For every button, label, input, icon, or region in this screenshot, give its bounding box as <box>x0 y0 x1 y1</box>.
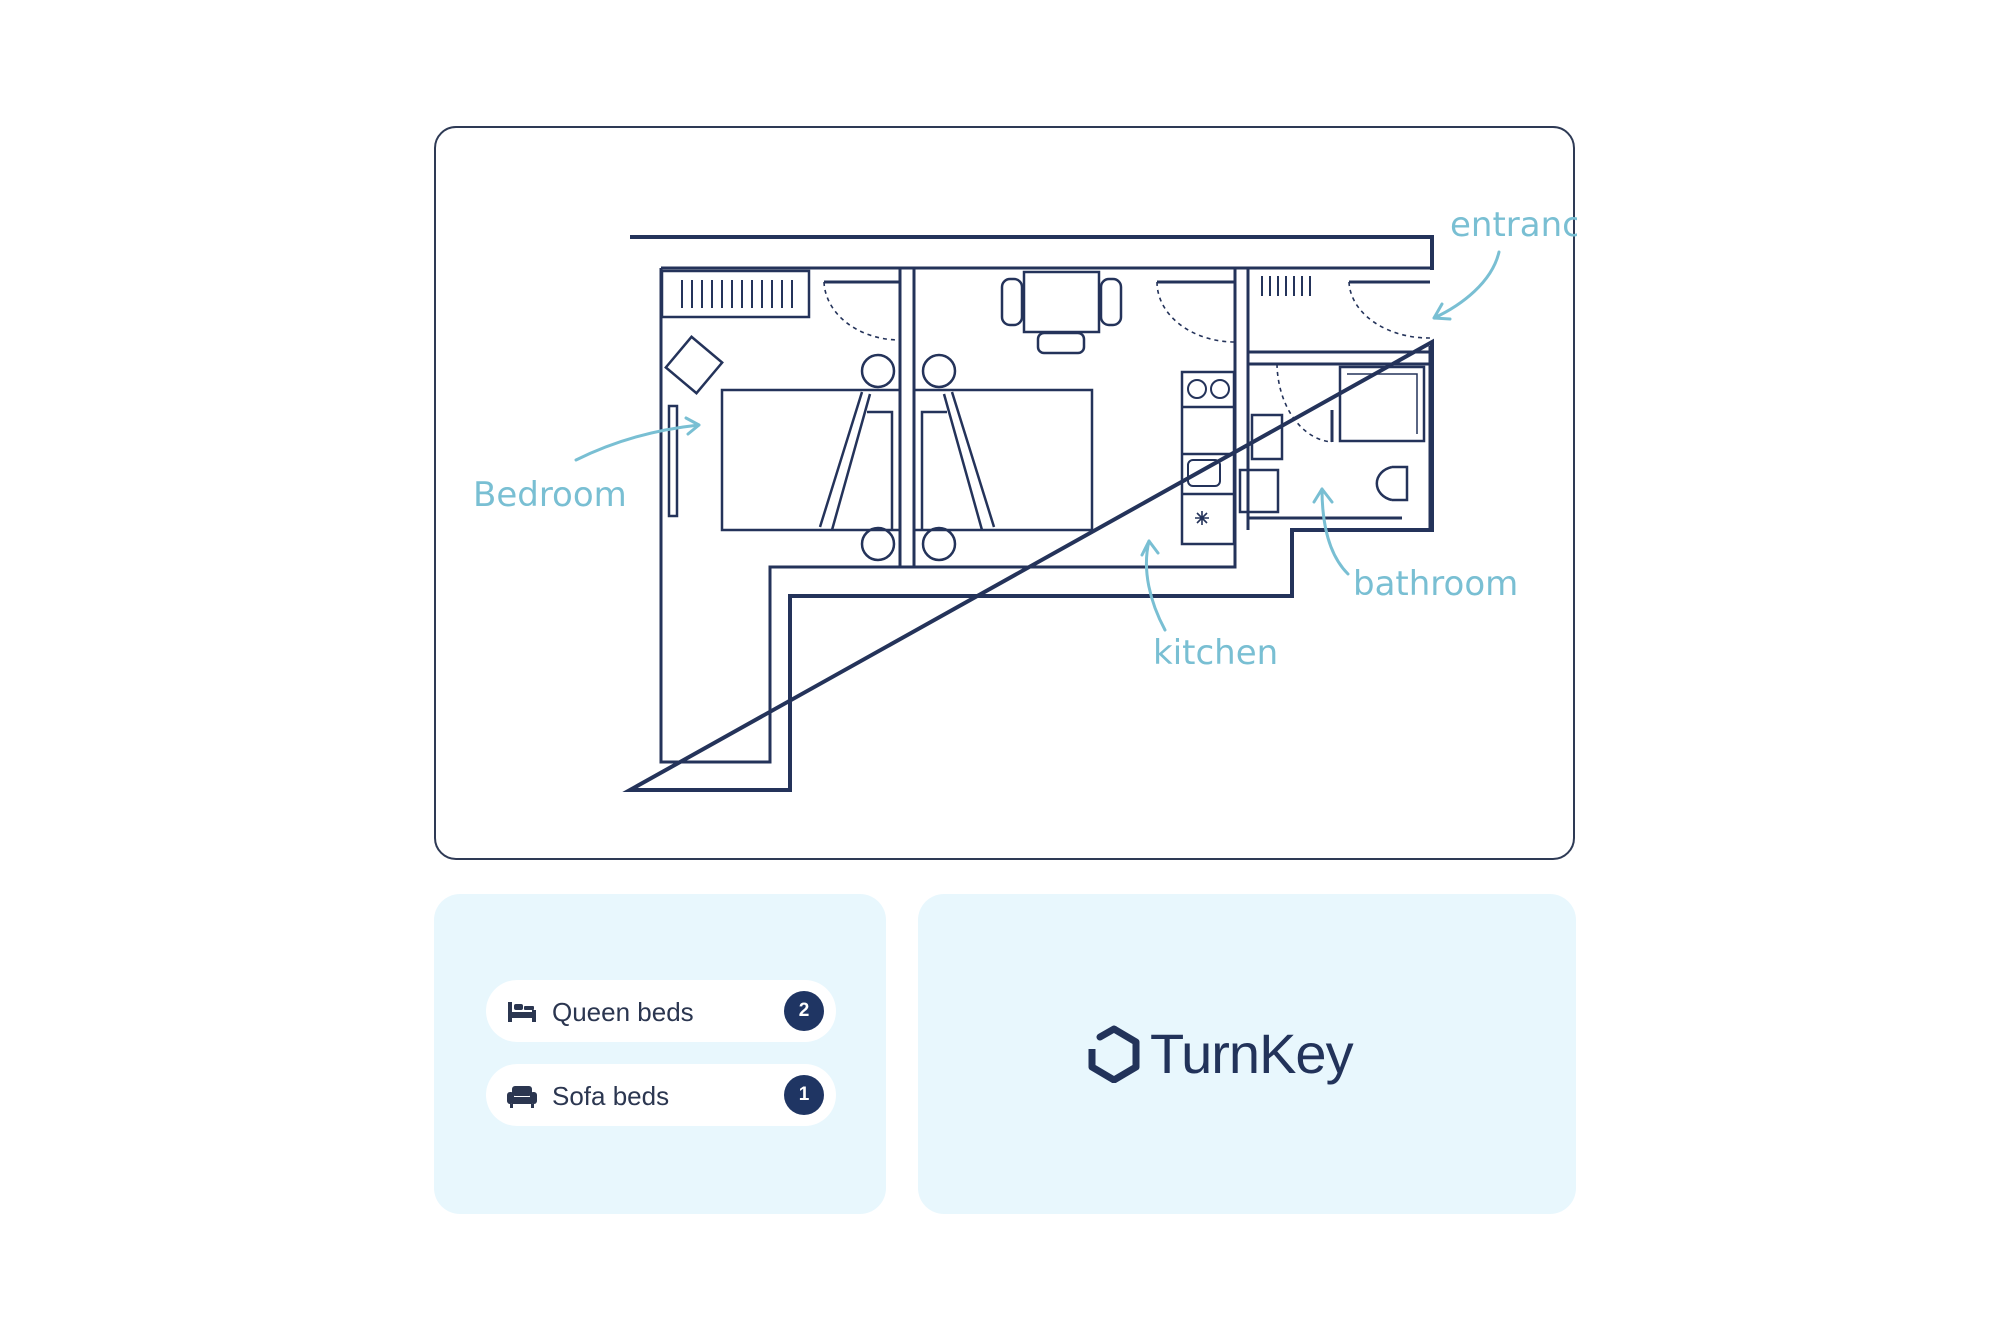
sofa-beds-label: Sofa beds <box>552 1081 670 1111</box>
queen-beds-label: Queen beds <box>552 997 694 1027</box>
bed-icon <box>508 1002 536 1022</box>
washer <box>1238 468 1280 514</box>
entrance-arrow <box>1432 250 1501 321</box>
tv <box>667 404 679 518</box>
bath-inner-wall <box>1248 350 1430 366</box>
shower <box>1338 365 1426 443</box>
floorplan-card: entrance Bedroom bathroom kitchen <box>434 126 1577 860</box>
bathroom-arrow <box>1312 487 1350 576</box>
inner-wall <box>659 266 1432 764</box>
toilet <box>1375 465 1409 502</box>
sofa-beds-count: 1 <box>784 1075 824 1115</box>
floorplan-drawing: entrance Bedroom bathroom kitchen <box>473 205 1577 792</box>
label-bedroom: Bedroom <box>473 475 627 515</box>
kitchen-arrow <box>1140 539 1167 632</box>
bedroom-arrow <box>574 416 701 462</box>
bed-right <box>912 388 1094 532</box>
sink <box>1250 413 1284 461</box>
turnkey-logo: TurnKey <box>1088 1019 1408 1089</box>
brand-name: TurnKey <box>1150 1022 1354 1085</box>
armchair <box>664 335 724 395</box>
kitchen-bath-wall <box>1233 268 1250 530</box>
wardrobe-bedroom <box>660 269 811 319</box>
beds-summary-card: Queen beds 2 Sofa beds 1 <box>434 894 886 1214</box>
brand-card: TurnKey <box>918 894 1576 1214</box>
dining-table <box>1022 270 1101 334</box>
outer-wall <box>622 235 1434 792</box>
house-logo-icon <box>1088 1025 1140 1083</box>
bedroom-kitchen-wall <box>898 268 916 567</box>
label-bathroom: bathroom <box>1353 564 1518 604</box>
label-entrance: entrance <box>1450 205 1577 245</box>
queen-beds-count: 2 <box>784 991 824 1031</box>
sofa-icon <box>507 1086 537 1108</box>
label-kitchen: kitchen <box>1153 633 1278 673</box>
kitchen-counter <box>1180 370 1236 546</box>
queen-beds-row: Queen beds 2 <box>486 980 836 1042</box>
sofa-beds-row: Sofa beds 1 <box>486 1064 836 1126</box>
bed-left <box>720 388 902 532</box>
